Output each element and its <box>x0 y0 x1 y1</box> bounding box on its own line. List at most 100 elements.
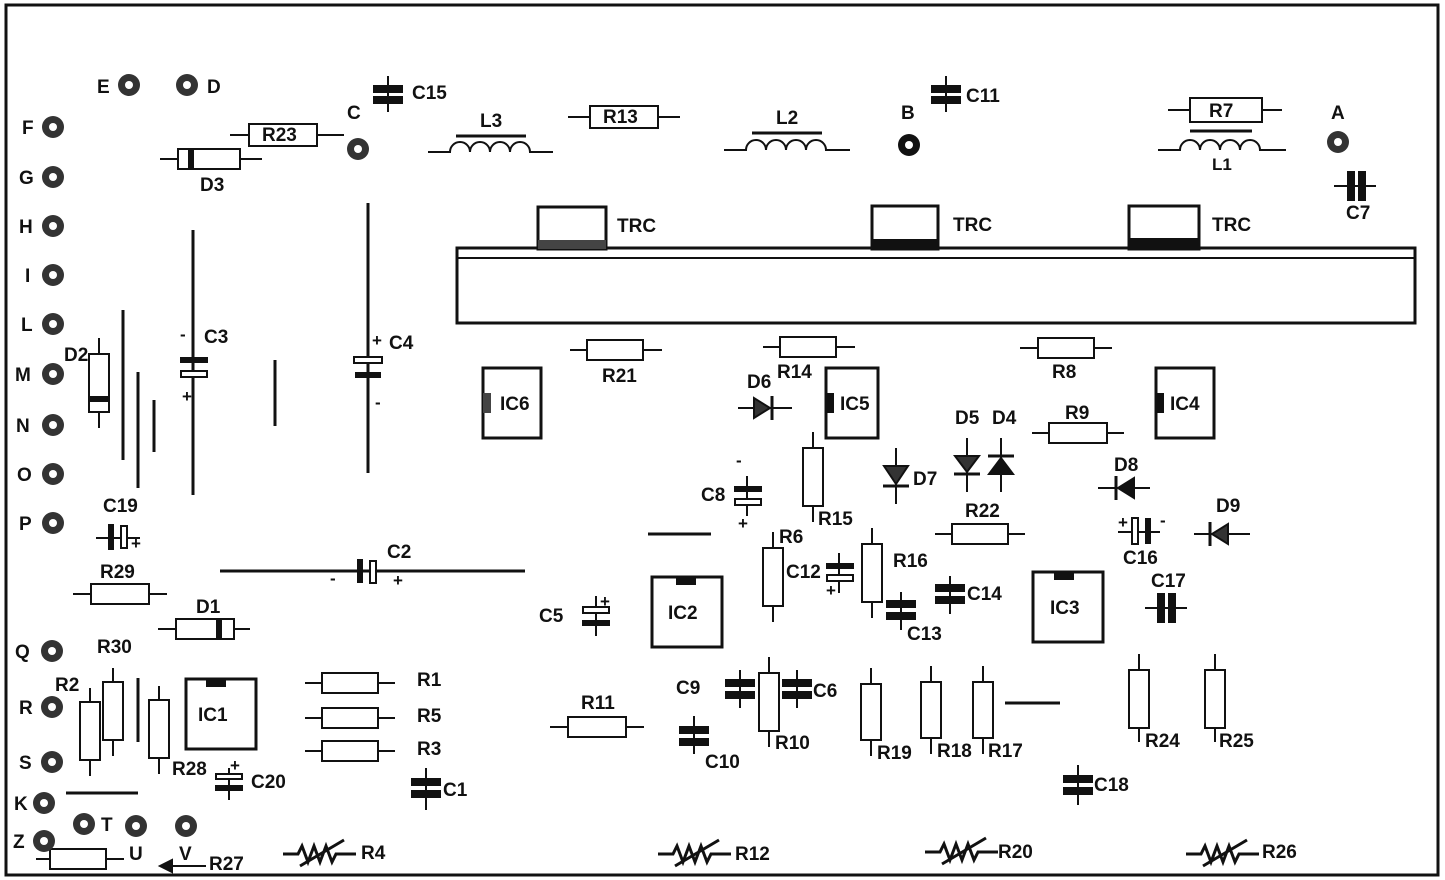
capacitor-c19 <box>96 524 140 550</box>
label-r19: R19 <box>877 743 912 764</box>
polarity-c2-minus: - <box>330 569 336 588</box>
label-r3: R3 <box>417 739 442 760</box>
label-ic4: IC4 <box>1170 394 1200 415</box>
capacitor-c8 <box>734 476 762 516</box>
label-g: G <box>19 168 34 189</box>
label-l3: L3 <box>480 111 503 132</box>
label-d9: D9 <box>1216 496 1241 517</box>
trimmer-r12 <box>658 838 731 868</box>
trimmer-r26 <box>1186 838 1259 868</box>
label-f: F <box>22 118 34 139</box>
label-h: H <box>19 217 33 238</box>
resistor-r18 <box>920 666 942 754</box>
pad-m <box>42 363 64 385</box>
arrow-r27 <box>157 858 206 874</box>
capacitor-c18 <box>1063 765 1093 805</box>
capacitor-c16 <box>1118 517 1160 545</box>
label-r6: R6 <box>779 527 804 548</box>
label-r10: R10 <box>775 733 810 754</box>
polarity-c8-plus: + <box>738 514 748 533</box>
capacitor-c17 <box>1145 593 1187 623</box>
label-r5: R5 <box>417 706 442 727</box>
pad-s <box>41 751 63 773</box>
label-d2: D2 <box>64 345 89 366</box>
label-n: N <box>16 416 30 437</box>
label-c14: C14 <box>967 584 1002 605</box>
polarity-c19-plus: + <box>131 534 141 553</box>
label-c2: C2 <box>387 542 412 563</box>
resistor-r2 <box>79 688 101 776</box>
pad-d <box>176 74 198 96</box>
polarity-c4-plus: + <box>372 331 382 350</box>
polarity-c20-plus: + <box>230 756 240 775</box>
label-r8: R8 <box>1052 362 1077 383</box>
pad-h <box>42 215 64 237</box>
diode-d9 <box>1194 522 1250 546</box>
resistor-r19 <box>860 668 882 756</box>
capacitor-c4 <box>353 356 383 378</box>
capacitor-c20 <box>215 768 243 800</box>
pad-k <box>33 792 55 814</box>
polarity-c16-plus: + <box>1118 513 1128 532</box>
label-r18: R18 <box>937 741 972 762</box>
label-r7: R7 <box>1209 101 1234 122</box>
diode-d6 <box>738 396 792 420</box>
label-ic3: IC3 <box>1050 598 1080 619</box>
resistor-r15 <box>802 432 824 522</box>
label-l1: L1 <box>1212 155 1232 174</box>
label-b: B <box>901 103 915 124</box>
label-d7: D7 <box>913 469 938 490</box>
diode-d1 <box>158 618 250 640</box>
resistor-r8 <box>1020 337 1112 359</box>
resistor-r22 <box>935 523 1025 545</box>
label-c19: C19 <box>103 496 138 517</box>
label-d8: D8 <box>1114 455 1139 476</box>
resistor-r9 <box>1032 422 1124 444</box>
diode-d4 <box>987 438 1015 492</box>
label-r22: R22 <box>965 501 1000 522</box>
pad-r <box>41 696 63 718</box>
label-r1: R1 <box>417 670 442 691</box>
capacitor-c11 <box>931 76 961 112</box>
label-ic1: IC1 <box>198 705 228 726</box>
polarity-c4-minus: - <box>375 393 381 412</box>
label-c5: C5 <box>539 606 564 627</box>
resistor-r25 <box>1204 654 1226 742</box>
label-l: L <box>21 315 33 336</box>
label-d1: D1 <box>196 597 221 618</box>
resistor-r30 <box>102 668 124 756</box>
label-q: Q <box>15 642 30 663</box>
pad-b <box>898 134 920 156</box>
label-d6: D6 <box>747 372 772 393</box>
resistor-r13 <box>568 105 680 129</box>
trimmer-r20 <box>925 836 998 866</box>
label-l2: L2 <box>776 108 799 129</box>
label-r9: R9 <box>1065 403 1090 424</box>
label-r20: R20 <box>998 842 1033 863</box>
polarity-c8-minus: - <box>736 451 742 470</box>
label-r29: R29 <box>100 562 135 583</box>
resistor-r21 <box>570 339 662 361</box>
label-r27: R27 <box>209 854 244 875</box>
pad-g <box>42 166 64 188</box>
label-r2: R2 <box>55 675 80 696</box>
capacitor-c5 <box>582 596 610 636</box>
label-t: T <box>101 815 113 836</box>
heatsink-bar <box>455 246 1417 325</box>
label-r13: R13 <box>603 107 638 128</box>
label-d3: D3 <box>200 175 225 196</box>
label-d: D <box>207 77 221 98</box>
diode-d8 <box>1098 476 1150 500</box>
diode-d3 <box>160 148 262 170</box>
label-r28: R28 <box>172 759 207 780</box>
diode-d7 <box>882 448 910 504</box>
label-o: O <box>17 465 32 486</box>
label-c4: C4 <box>389 333 414 354</box>
pad-f <box>42 116 64 138</box>
label-c11: C11 <box>966 86 1000 107</box>
label-k: K <box>14 794 28 815</box>
resistor-r16 <box>861 528 883 618</box>
capacitor-c13 <box>886 592 916 630</box>
capacitor-c10 <box>679 716 709 754</box>
